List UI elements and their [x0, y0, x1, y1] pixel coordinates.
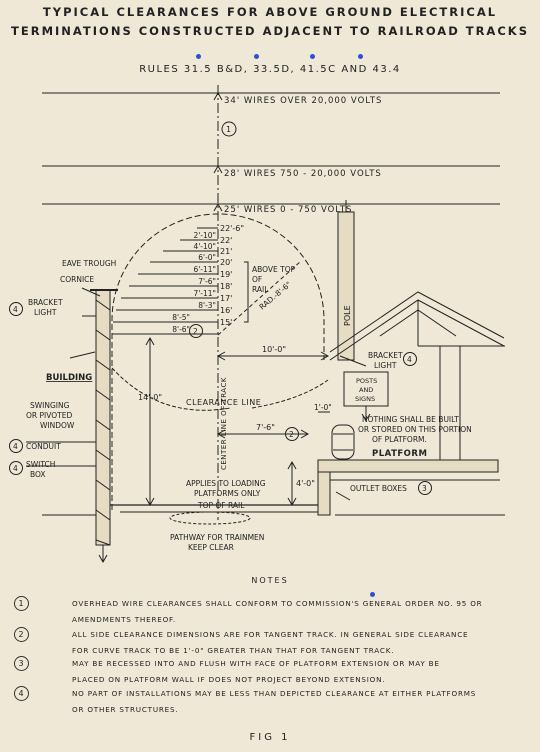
offset-label: 8'-6" — [172, 325, 190, 334]
note-text: ALL SIDE CLEARANCE DIMENSIONS ARE FOR TA… — [72, 630, 469, 639]
callout-1: 1 — [226, 125, 231, 134]
outlet-boxes-label: OUTLET BOXES — [350, 484, 407, 493]
clearance-envelope — [111, 213, 325, 510]
title-line-2: TERMINATIONS CONSTRUCTED ADJACENT TO RAI… — [11, 24, 529, 38]
bracket-light-left-1: BRACKET — [28, 298, 63, 307]
height-label: 17' — [220, 294, 232, 303]
notes-title: NOTES — [251, 576, 289, 585]
blue-pin-icon — [370, 592, 375, 597]
note-2: 2 ALL SIDE CLEARANCE DIMENSIONS ARE FOR … — [14, 627, 514, 659]
cornice-label: CORNICE — [60, 275, 94, 284]
height-label: 16' — [220, 306, 232, 315]
callout-4-conduit: 4 — [13, 442, 18, 451]
wire-label-25: 25' WIRES 0 - 750 VOLTS — [224, 205, 352, 215]
above-top-of-rail-3: RAIL — [252, 285, 269, 294]
height-label: 18' — [220, 282, 232, 291]
callout-3: 3 — [422, 484, 427, 493]
above-top-of-rail-1: ABOVE TOP — [252, 265, 296, 274]
blue-pin-icon — [254, 54, 259, 59]
height-label: 19' — [220, 270, 232, 279]
center-line-label: CENTER LINE OF TRACK — [220, 377, 228, 470]
height-label: 20' — [220, 258, 232, 267]
note-1: 1 OVERHEAD WIRE CLEARANCES SHALL CONFORM… — [14, 596, 514, 628]
blue-pin-icon — [196, 54, 201, 59]
clearance-diagram: 34' WIRES OVER 20,000 VOLTS 28' WIRES 75… — [9, 85, 505, 564]
offset-label: 8'-5" — [172, 313, 190, 322]
switch-box-label-2: BOX — [30, 470, 46, 479]
callout-1-circle — [221, 121, 237, 137]
note-4: 4 NO PART OF INSTALLATIONS MAY BE LESS T… — [14, 686, 514, 718]
note-number: 2 — [14, 627, 29, 642]
callout-2: 2 — [193, 327, 198, 336]
eave-trough-label: EAVE TROUGH — [62, 259, 116, 268]
dim-4-label: 4'-0" — [296, 479, 315, 488]
platform-label: PLATFORM — [372, 449, 427, 459]
clearance-line-label: CLEARANCE LINE — [186, 398, 261, 407]
above-top-of-rail-2: OF — [252, 275, 262, 284]
applies-loading-1: APPLIES TO LOADING — [186, 479, 266, 488]
conduit-label: CONDUIT — [26, 442, 61, 451]
bracket-light-left-2: LIGHT — [34, 308, 57, 317]
offset-labels: 2'-10" 4'-10" 6'-0" 6'-11" 7'-6" 7'-11" … — [172, 231, 216, 334]
note-text: MAY BE RECESSED INTO AND FLUSH WITH FACE… — [72, 659, 440, 668]
callout-2-dim: 2 — [289, 430, 294, 439]
wire-label-34: 34' WIRES OVER 20,000 VOLTS — [224, 96, 382, 106]
wire-label-28: 28' WIRES 750 - 20,000 VOLTS — [224, 169, 382, 179]
note-number: 3 — [14, 656, 29, 671]
callout-4-left: 4 — [13, 305, 18, 314]
height-label: 21' — [220, 247, 232, 256]
height-label: 15' — [220, 318, 232, 327]
note-text: OR OTHER STRUCTURES. — [72, 705, 179, 714]
bracket-light-right-2: LIGHT — [374, 361, 397, 370]
building-label: BUILDING — [46, 373, 92, 383]
posts-signs-3: SIGNS — [355, 395, 375, 403]
offset-label: 2'-10" — [193, 231, 216, 240]
height-label: 22'-6" — [220, 224, 244, 233]
figure-label: FIG 1 — [249, 732, 291, 743]
note-text: AMENDMENTS THEREOF. — [72, 615, 176, 624]
pathway-label-2: KEEP CLEAR — [188, 543, 234, 552]
blue-pin-icon — [310, 54, 315, 59]
nothing-built-2: OR STORED ON THIS PORTION — [358, 425, 472, 434]
nothing-built-1: NOTHING SHALL BE BUILT — [362, 415, 459, 424]
dim-10-label: 10'-0" — [262, 345, 286, 354]
offset-label: 6'-0" — [198, 253, 216, 262]
note-text: PLACED ON PLATFORM WALL IF DOES NOT PROJ… — [72, 675, 386, 684]
posts-signs-2: AND — [359, 386, 373, 394]
dim-1-label: 1'-0" — [314, 403, 332, 412]
barrel — [331, 424, 355, 460]
offset-label: 6'-11" — [193, 265, 216, 274]
note-number: 4 — [14, 686, 29, 701]
callout-4-right: 4 — [407, 355, 412, 364]
window-label-2: OR PIVOTED — [26, 411, 72, 420]
title-line-1: TYPICAL CLEARANCES FOR ABOVE GROUND ELEC… — [42, 5, 498, 19]
offset-label: 7'-11" — [193, 289, 216, 298]
note-text: NO PART OF INSTALLATIONS MAY BE LESS THA… — [72, 689, 477, 698]
window-label-3: WINDOW — [40, 421, 75, 430]
height-14-label: 14'-0" — [138, 393, 162, 402]
note-text: FOR CURVE TRACK TO BE 1'-0" GREATER THAN… — [72, 646, 395, 655]
window-label-1: SWINGING — [30, 401, 70, 410]
switch-box-label-1: SWITCH — [26, 460, 55, 469]
top-of-rail-label: TOP OF RAIL — [197, 501, 245, 510]
note-text: OVERHEAD WIRE CLEARANCES SHALL CONFORM T… — [72, 599, 483, 608]
note-number: 1 — [14, 596, 29, 611]
rules-reference: RULES 31.5 B&D, 33.5D, 41.5C AND 43.4 — [139, 64, 401, 75]
note-3: 3 MAY BE RECESSED INTO AND FLUSH WITH FA… — [14, 656, 514, 688]
offset-label: 8'-3" — [198, 301, 216, 310]
height-labels: 22'-6" 22' 21' 20' 19' 18' 17' 16' 15' — [220, 224, 244, 327]
offset-label: 4'-10" — [193, 242, 216, 251]
dim-7-6-label: 7'-6" — [256, 423, 275, 432]
posts-signs-1: POSTS — [356, 377, 377, 385]
bracket-light-right-1: BRACKET — [368, 351, 403, 360]
applies-loading-2: PLATFORMS ONLY — [194, 489, 261, 498]
height-label: 22' — [220, 236, 232, 245]
pathway-label-1: PATHWAY FOR TRAINMEN — [170, 533, 264, 542]
callout-4-switch: 4 — [13, 464, 18, 473]
nothing-built-3: OF PLATFORM. — [372, 435, 427, 444]
blue-pin-icon — [358, 54, 363, 59]
pole-label: POLE — [343, 305, 352, 326]
offset-label: 7'-6" — [198, 277, 216, 286]
